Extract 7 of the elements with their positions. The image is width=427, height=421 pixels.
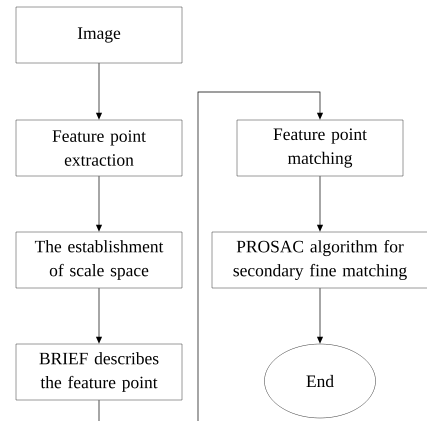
process-box: BRIEF describes the feature point — [16, 344, 182, 400]
process-box: Image — [16, 6, 182, 64]
process-box: PROSAC algorithm for secondary fine matching — [212, 232, 427, 288]
process-box: The establishment of scale space — [16, 232, 182, 288]
process-box: Feature point extraction — [16, 120, 182, 176]
process-box: Feature point matching — [236, 120, 404, 176]
arrow — [198, 92, 324, 421]
